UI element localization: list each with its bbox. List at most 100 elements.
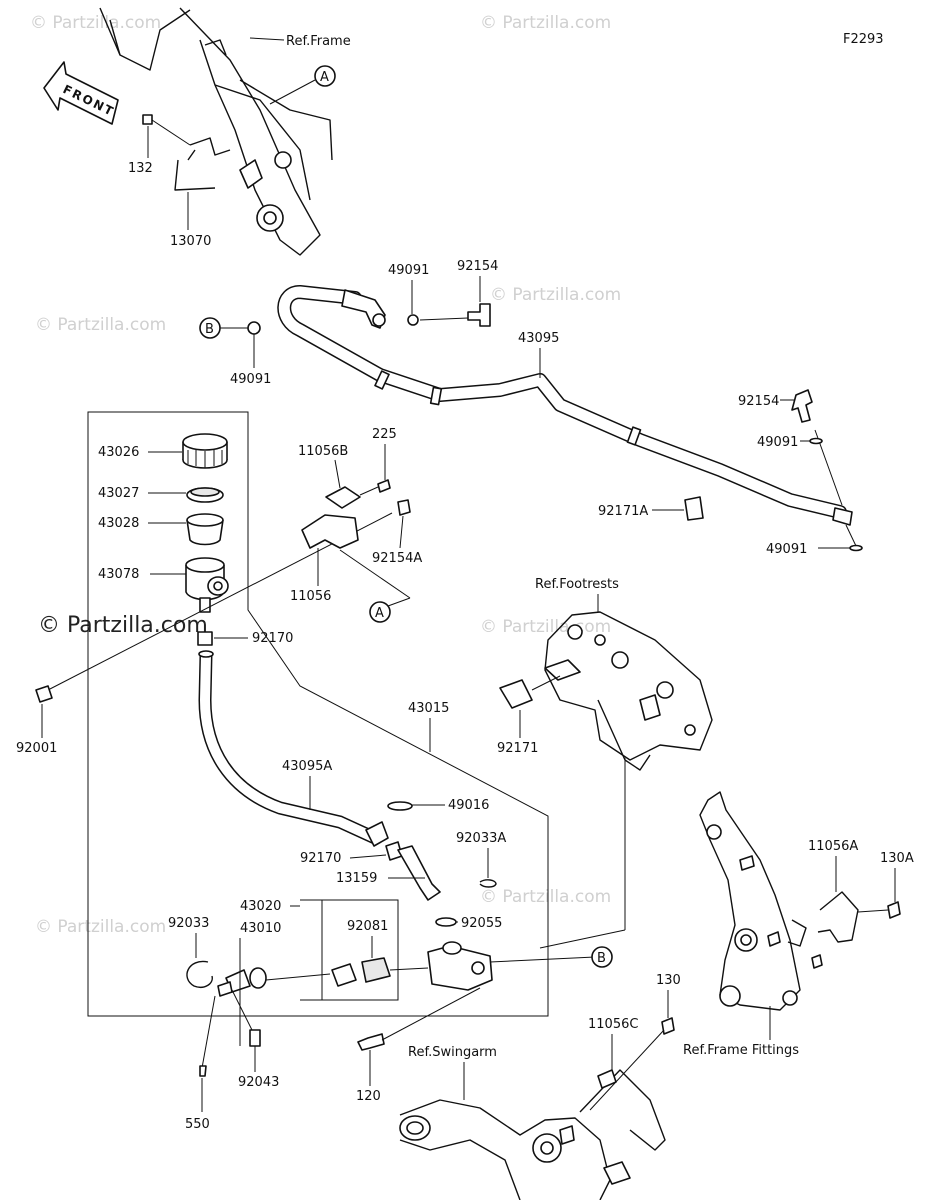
part-label: 11056C xyxy=(588,1017,638,1032)
watermark: © Partzilla.com xyxy=(35,917,166,937)
hose-43095A xyxy=(198,650,389,847)
part-label: 92170 xyxy=(252,631,293,646)
pin-92043 xyxy=(249,1029,261,1047)
watermark: © Partzilla.com xyxy=(480,13,611,33)
part-label: 92081 xyxy=(347,919,388,934)
front-arrow-icon: FRONT xyxy=(43,61,119,125)
callout-b-left-label: B xyxy=(205,322,214,337)
frame-fittings-drawing xyxy=(699,791,823,1011)
brake-hose-43095 xyxy=(277,285,853,526)
part-label: 130A xyxy=(880,851,914,866)
washer-49091 xyxy=(247,321,261,335)
part-label: 43027 xyxy=(98,486,139,501)
washer-49016 xyxy=(387,801,413,811)
part-label: 43028 xyxy=(98,516,139,531)
callout-a-top-label: A xyxy=(320,70,329,85)
callout-a-mid-label: A xyxy=(375,606,384,621)
joint-13159 xyxy=(397,845,441,901)
part-label: 49016 xyxy=(448,798,489,813)
watermark: © Partzilla.com xyxy=(480,617,611,637)
part-label: 13070 xyxy=(170,234,211,249)
callout-b-right-label: B xyxy=(597,951,606,966)
part-label: 11056B xyxy=(298,444,348,459)
callout-b-right xyxy=(591,946,613,968)
ref-frame-label: Ref.Frame xyxy=(286,34,351,49)
part-label: 130 xyxy=(656,973,681,988)
clamp-92171A xyxy=(684,496,704,521)
push-rod-43010 xyxy=(217,967,331,997)
bracket-11056 xyxy=(301,514,359,549)
part-label: 92171A xyxy=(598,504,648,519)
part-label: 49091 xyxy=(757,435,798,450)
part-label: 43026 xyxy=(98,445,139,460)
part-label: 132 xyxy=(128,161,153,176)
part-label: 92154 xyxy=(457,259,498,274)
reservoir-cap-43026 xyxy=(182,433,228,469)
oring-92055 xyxy=(435,917,457,927)
watermark: © Partzilla.com xyxy=(35,315,166,335)
clip-13070 xyxy=(174,137,231,191)
clip-92171 xyxy=(499,679,533,709)
part-label: 550 xyxy=(185,1117,210,1132)
part-label: 11056 xyxy=(290,589,331,604)
part-label: 43095 xyxy=(518,331,559,346)
watermark: © Partzilla.com xyxy=(480,887,611,907)
assembly-bracket-line xyxy=(87,411,549,1017)
bolt-132 xyxy=(142,114,153,125)
clamp-92170 xyxy=(197,631,213,646)
part-label: 92154 xyxy=(738,394,779,409)
washer-49091 xyxy=(809,437,823,445)
watermark: © Partzilla.com xyxy=(30,13,161,33)
cotter-pin-550 xyxy=(199,1065,207,1077)
part-label: 13159 xyxy=(336,871,377,886)
washer-49091 xyxy=(407,314,419,326)
bolt-92154A xyxy=(397,499,411,516)
part-label: 49091 xyxy=(766,542,807,557)
plate-43027 xyxy=(186,487,224,503)
bolt-130A xyxy=(887,901,901,919)
part-label: 92043 xyxy=(238,1075,279,1090)
bracket-11056B xyxy=(325,486,361,509)
ref-swingarm-label: Ref.Swingarm xyxy=(408,1045,497,1060)
part-label: 49091 xyxy=(388,263,429,278)
kit-43020-bracket xyxy=(300,899,399,1001)
diaphragm-43028 xyxy=(186,513,224,546)
watermarks: © Partzilla.com © Partzilla.com © Partzi… xyxy=(30,13,621,937)
part-label: 43010 xyxy=(240,921,281,936)
circlip-92033 xyxy=(186,960,213,988)
circlip-92033A xyxy=(479,879,497,888)
footrest-bracket-drawing xyxy=(544,611,713,771)
bolt-92154 xyxy=(467,303,491,327)
watermark: © Partzilla.com xyxy=(490,285,621,305)
part-label: 92171 xyxy=(497,741,538,756)
part-label: 11056A xyxy=(808,839,858,854)
washer-49091 xyxy=(849,544,863,552)
part-label: 92033 xyxy=(168,916,209,931)
bolt-120 xyxy=(357,1033,385,1051)
figure-code: F2293 xyxy=(843,32,884,47)
swingarm-drawing xyxy=(399,1069,666,1200)
part-label: 92170 xyxy=(300,851,341,866)
spring-92081 xyxy=(361,957,391,983)
part-label: 49091 xyxy=(230,372,271,387)
part-label: 120 xyxy=(356,1089,381,1104)
ref-frame-fittings-label: Ref.Frame Fittings xyxy=(683,1043,799,1058)
watermark-main: © Partzilla.com xyxy=(38,613,208,638)
screw-225 xyxy=(377,479,391,493)
bolt-130 xyxy=(661,1017,675,1035)
frame-drawing xyxy=(99,7,333,256)
reservoir-43078 xyxy=(185,557,229,613)
part-label: 43078 xyxy=(98,567,139,582)
part-label: 92154A xyxy=(372,551,422,566)
part-label: 43015 xyxy=(408,701,449,716)
bracket-11056A xyxy=(787,891,859,947)
callout-a-mid xyxy=(369,601,391,623)
part-label: 43020 xyxy=(240,899,281,914)
ref-footrests-label: Ref.Footrests xyxy=(535,577,619,592)
master-cylinder-43015 xyxy=(427,941,493,991)
part-label: 92055 xyxy=(461,916,502,931)
callout-a-top xyxy=(314,65,336,87)
part-label: 92033A xyxy=(456,831,506,846)
bolt-92001 xyxy=(35,685,53,703)
